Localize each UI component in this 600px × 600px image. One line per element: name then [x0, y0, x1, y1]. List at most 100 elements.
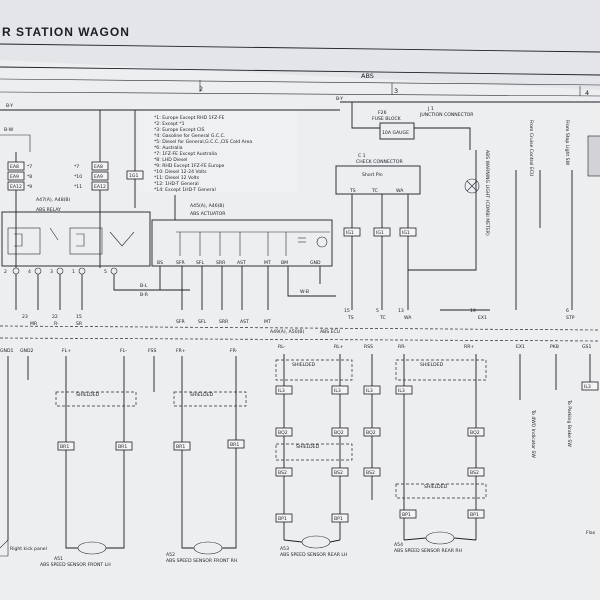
shielded-label: SHIELDED	[296, 444, 320, 450]
parking-brake-label: To Parking Brake SW	[566, 399, 572, 447]
ecu-act-terminal: SFL	[198, 319, 207, 325]
abs-relay-box	[1, 211, 151, 267]
fuse-name: FUSE BLOCK	[372, 116, 402, 122]
relay-pin-label: EA8	[10, 164, 19, 170]
ecu-bottom-terminal: RL-	[278, 344, 286, 350]
ecu-bottom-terminal: FL-	[120, 348, 127, 354]
connector-label: IG1	[402, 230, 410, 236]
sensor-rear-rh: A54 ABS SPEED SENSOR REAR RH	[394, 531, 477, 554]
ecu-id: A49(A), A50(B)	[270, 329, 305, 335]
ecu-act-terminal: SRR	[219, 319, 229, 325]
connector-label: BR1	[176, 444, 185, 450]
ecu-act-terminal: SFR	[176, 319, 186, 325]
wire-color-label: B-Y	[6, 103, 13, 109]
sensor-id: A52	[166, 552, 175, 558]
wire-color-label: B-Y	[336, 96, 343, 102]
ecu-bottom-terminal: GS1	[582, 344, 591, 350]
ecu-terminal-name: WA	[404, 315, 412, 321]
wire-color-label: B-R	[140, 292, 149, 298]
actuator-terminal: AST	[237, 260, 246, 266]
connector-label: BP1	[334, 516, 343, 522]
sensor-id: A54	[394, 542, 403, 548]
ecu-bottom-terminal: FR+	[176, 348, 186, 354]
relay-name: ABS RELAY	[36, 207, 61, 213]
ecu-terminal-name: TC	[379, 315, 386, 321]
actuator-terminals: BS SFR SFL SRR AST MT BM GND	[157, 260, 321, 266]
right-kick-label: Right kick panel	[10, 546, 47, 552]
connector-label: 1G1	[129, 173, 138, 179]
connector-label: BS2	[366, 470, 375, 476]
connector-label: BS2	[278, 470, 287, 476]
check-terminal: TS	[349, 188, 356, 194]
connector-label: BP1	[470, 512, 479, 518]
connector-label: IL3	[398, 388, 405, 394]
note-line: *10: Diesel 12-24 Volts	[154, 169, 207, 175]
ecu-bottom-terminal: RSS	[364, 344, 373, 350]
ecu-pin-number: 22	[52, 314, 58, 320]
ecu-terminal-name: TS	[347, 315, 354, 321]
connector-label: BS2	[470, 470, 479, 476]
ecu-bottom-terminal: FSS	[148, 348, 156, 354]
check-connector-name: CHECK CONNECTOR	[356, 159, 403, 165]
relay-pin-label: EA12	[10, 184, 22, 190]
check-terminal: WA	[396, 188, 404, 194]
ecu-name: ABS ECU	[320, 329, 340, 335]
ecu-terminal-pin: 5	[376, 308, 379, 314]
rear-connectors: IL3 IL3 IL3 IL3 IL3 BQ2 BQ2 BQ2 BQ2 BS2 …	[275, 381, 599, 523]
sensor-name: ABS SPEED SENSOR REAR RH	[394, 548, 462, 554]
stop-light-label: From Stop Light SW	[564, 120, 570, 166]
connector-label: IL3	[584, 384, 591, 390]
indicator-sw-label: To 4WD Indicator SW	[530, 409, 536, 458]
connector-label: BR1	[230, 442, 239, 448]
warning-light-icon	[464, 178, 480, 194]
warning-light-label: ABS WARNING LIGHT (COMBI METER)	[484, 150, 490, 236]
shielded-label: SHIELDED	[424, 484, 448, 490]
actuator-terminal: BS	[157, 260, 163, 266]
ecu-bottom-terminal: PKB	[550, 344, 559, 350]
relay-note-label: *7	[27, 164, 32, 170]
note-line: *12: 1HD-T General	[154, 181, 199, 187]
fuse-id: F26	[378, 110, 387, 116]
ecu-bottom-terminal: RR-	[398, 344, 406, 350]
pin-number: 1	[72, 269, 75, 275]
actuator-terminal: SFR	[176, 260, 186, 266]
connector-label: BR1	[60, 444, 69, 450]
notes-block: *1: Europe Except RHD 1FZ-FE *2: Except …	[138, 111, 298, 193]
connector-label: BP1	[278, 516, 287, 522]
note-line: *14: Except 1HD-T General	[154, 187, 216, 193]
check-connector-box	[335, 165, 421, 195]
ecu-pin-number: 23	[22, 314, 28, 320]
ecu-terminal-name: EX1	[478, 315, 487, 321]
relay-pin-label: EA8	[94, 164, 103, 170]
ecu-bottom-terminal: RL+	[334, 344, 344, 350]
check-connector-id: C 1	[358, 153, 366, 159]
ecu-act-terminal: MT	[264, 319, 271, 325]
note-line: *4: Gasoline for General G.C.C.	[154, 133, 225, 139]
ecu-bottom-terminal: GND2	[20, 348, 34, 354]
fuse-rating: 10A GAUGE	[382, 130, 409, 136]
shielded-label: SHIELDED	[292, 362, 316, 368]
connector-label: BQ2	[278, 430, 288, 436]
note-line: *11: Diesel 12 Volts	[154, 175, 200, 181]
relay-note-label: *9	[27, 184, 32, 190]
ecu-bottom-terminals: GND1 GND2 FL+ FL- FSS FR+ FR- RL- RL+ RS…	[0, 344, 591, 354]
shielded-label: SHIELDED	[420, 362, 444, 368]
note-line: *7: 1FZ-FE Except Australia	[154, 151, 217, 157]
ecu-terminal-pin: 13	[398, 308, 404, 314]
junction-name: JUNCTION CONNECTOR	[419, 112, 474, 118]
sensor-front-lh: A51 ABS SPEED SENSOR FRONT LH	[40, 540, 125, 568]
note-line: *1: Europe Except RHD 1FZ-FE	[154, 115, 224, 121]
note-line: *3: Europe Except CIS	[154, 127, 204, 133]
connector-label: BQ2	[366, 430, 376, 436]
note-line: *8: LHD Diesel	[154, 157, 187, 163]
fuse-box	[379, 122, 415, 140]
note-line: *2: Except *1	[154, 121, 185, 127]
note-line: *6: Australia	[154, 145, 183, 151]
connector-label: BQ2	[334, 430, 344, 436]
ecu-terminal-pin: 15	[344, 308, 350, 314]
ecu-act-terminal: AST	[240, 319, 249, 325]
connector-label: IL3	[278, 388, 285, 394]
actuator-terminal: MT	[264, 260, 271, 266]
pin-number: 2	[4, 269, 7, 275]
